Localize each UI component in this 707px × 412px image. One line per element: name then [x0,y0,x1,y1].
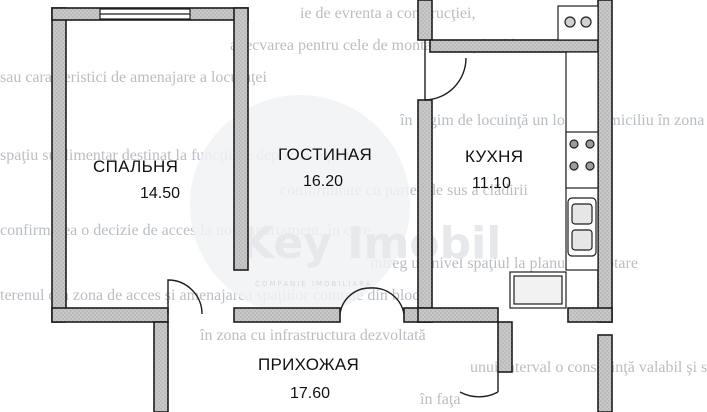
room-area-kitchen: 11.10 [472,175,511,192]
stove-burner-icon [569,161,579,171]
bg-line: în zona cu infrastructura dezvoltată [199,327,426,344]
wall-living-right-upper [417,0,433,41]
watermark-tagline: COMPANIE IMOBILIARA [255,280,373,288]
doors [167,40,499,398]
room-area-hallway: 17.60 [290,385,330,402]
door-bedroom [167,279,203,315]
bg-line: ie de evrenta a construcţiei, [300,5,475,22]
room-name-hallway: ПРИХОЖАЯ [258,355,359,374]
bg-line: în faţa [419,391,460,408]
hood-burner-icon [564,16,576,28]
wall-living-right-lower [417,99,433,323]
bg-line: sau caracteristici de amenajare a locuin… [0,69,268,86]
door-living-left [339,287,371,315]
door-living-right [369,287,405,315]
wall-kitchen-right [597,0,613,323]
room-labels: СПАЛЬНЯ 14.50 ГОСТИНАЯ 16.20 КУХНЯ 11.10… [93,145,523,402]
room-name-kitchen: КУХНЯ [465,147,523,166]
sink-basin [571,203,593,225]
wall-kitchen-top [429,39,601,53]
wall-hallway-mid [497,321,513,373]
wall-hallway-left [153,321,169,412]
bg-line: unui interval o consecinţă valabil şi sa… [470,359,707,376]
wall-living-bottom-left [233,307,341,323]
room-area-living: 16.20 [303,173,343,190]
wall-bedroom-right [233,7,249,271]
hood-burner-icon [580,16,592,28]
stove-burner-icon [585,139,595,149]
kitchen-hood [557,5,599,41]
wall-bedroom-bottom [51,307,169,323]
kitchen-fixtures [509,5,599,309]
wall-bedroom-left [51,7,67,323]
sink-basin [571,229,593,251]
wall-kitchen-bottom-right [567,307,613,323]
door-hallway [459,372,499,398]
stove-burner-icon [585,161,595,171]
walls [51,0,613,412]
wall-kitchen-bottom [417,307,499,323]
room-area-bedroom: 14.50 [140,185,180,202]
bg-line: în regim de locuinţă un loc în domiciliu… [399,112,707,129]
door-kitchen [424,40,467,101]
room-name-bedroom: СПАЛЬНЯ [93,157,178,176]
wall-hallway-right [597,334,613,412]
fridge-inner [513,275,563,305]
stove-burner-icon [569,139,579,149]
stove [565,131,599,189]
watermark-brand: Key Imobil [240,218,501,269]
bedroom-window [99,8,191,20]
room-name-living: ГОСТИНАЯ [278,145,372,164]
